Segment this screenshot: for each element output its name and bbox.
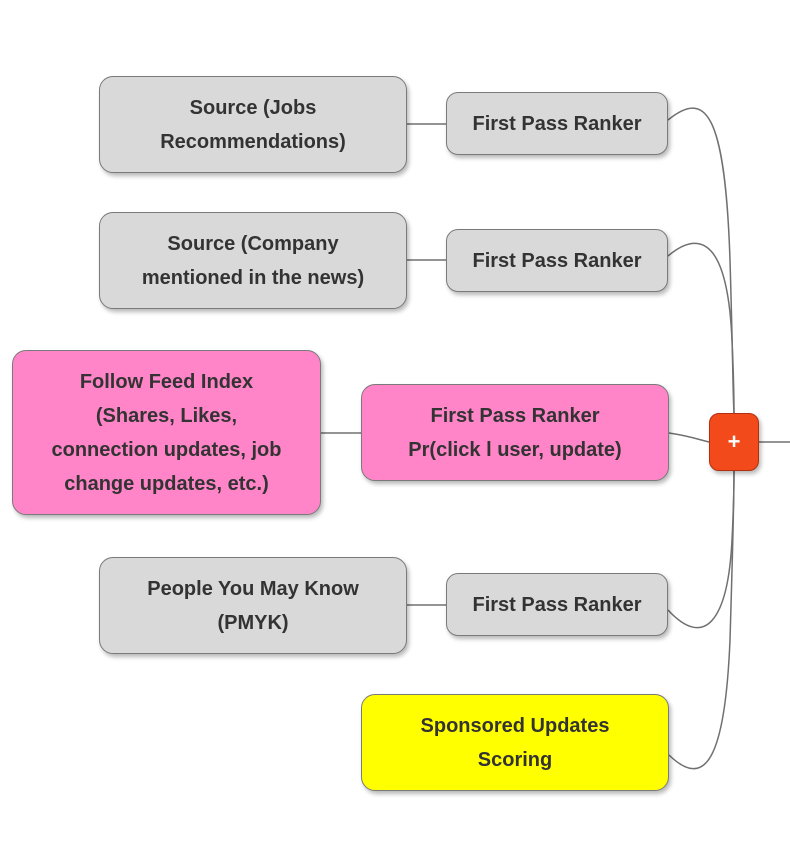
ranker-follow-feed: First Pass Ranker Pr(click l user, updat… <box>361 384 669 481</box>
connector-company-merge <box>667 242 735 414</box>
source-company-news: Source (Company mentioned in the news) <box>99 212 407 309</box>
connector-sponsored-merge <box>668 470 735 770</box>
follow-feed-index: Follow Feed Index (Shares, Likes, connec… <box>12 350 321 515</box>
connector-jobs-merge <box>667 107 735 414</box>
connector-pymk-merge <box>667 470 735 629</box>
plus-icon: + <box>727 429 741 454</box>
merge-node: + <box>709 413 759 471</box>
ranker-pymk: First Pass Ranker <box>446 573 668 636</box>
source-jobs-recommendations: Source (Jobs Recommendations) <box>99 76 407 173</box>
ranker-company-news: First Pass Ranker <box>446 229 668 292</box>
ranker-jobs: First Pass Ranker <box>446 92 668 155</box>
sponsored-updates-scoring: Sponsored Updates Scoring <box>361 694 669 791</box>
source-people-you-may-know: People You May Know (PMYK) <box>99 557 407 654</box>
connector-follow-merge <box>668 432 710 443</box>
